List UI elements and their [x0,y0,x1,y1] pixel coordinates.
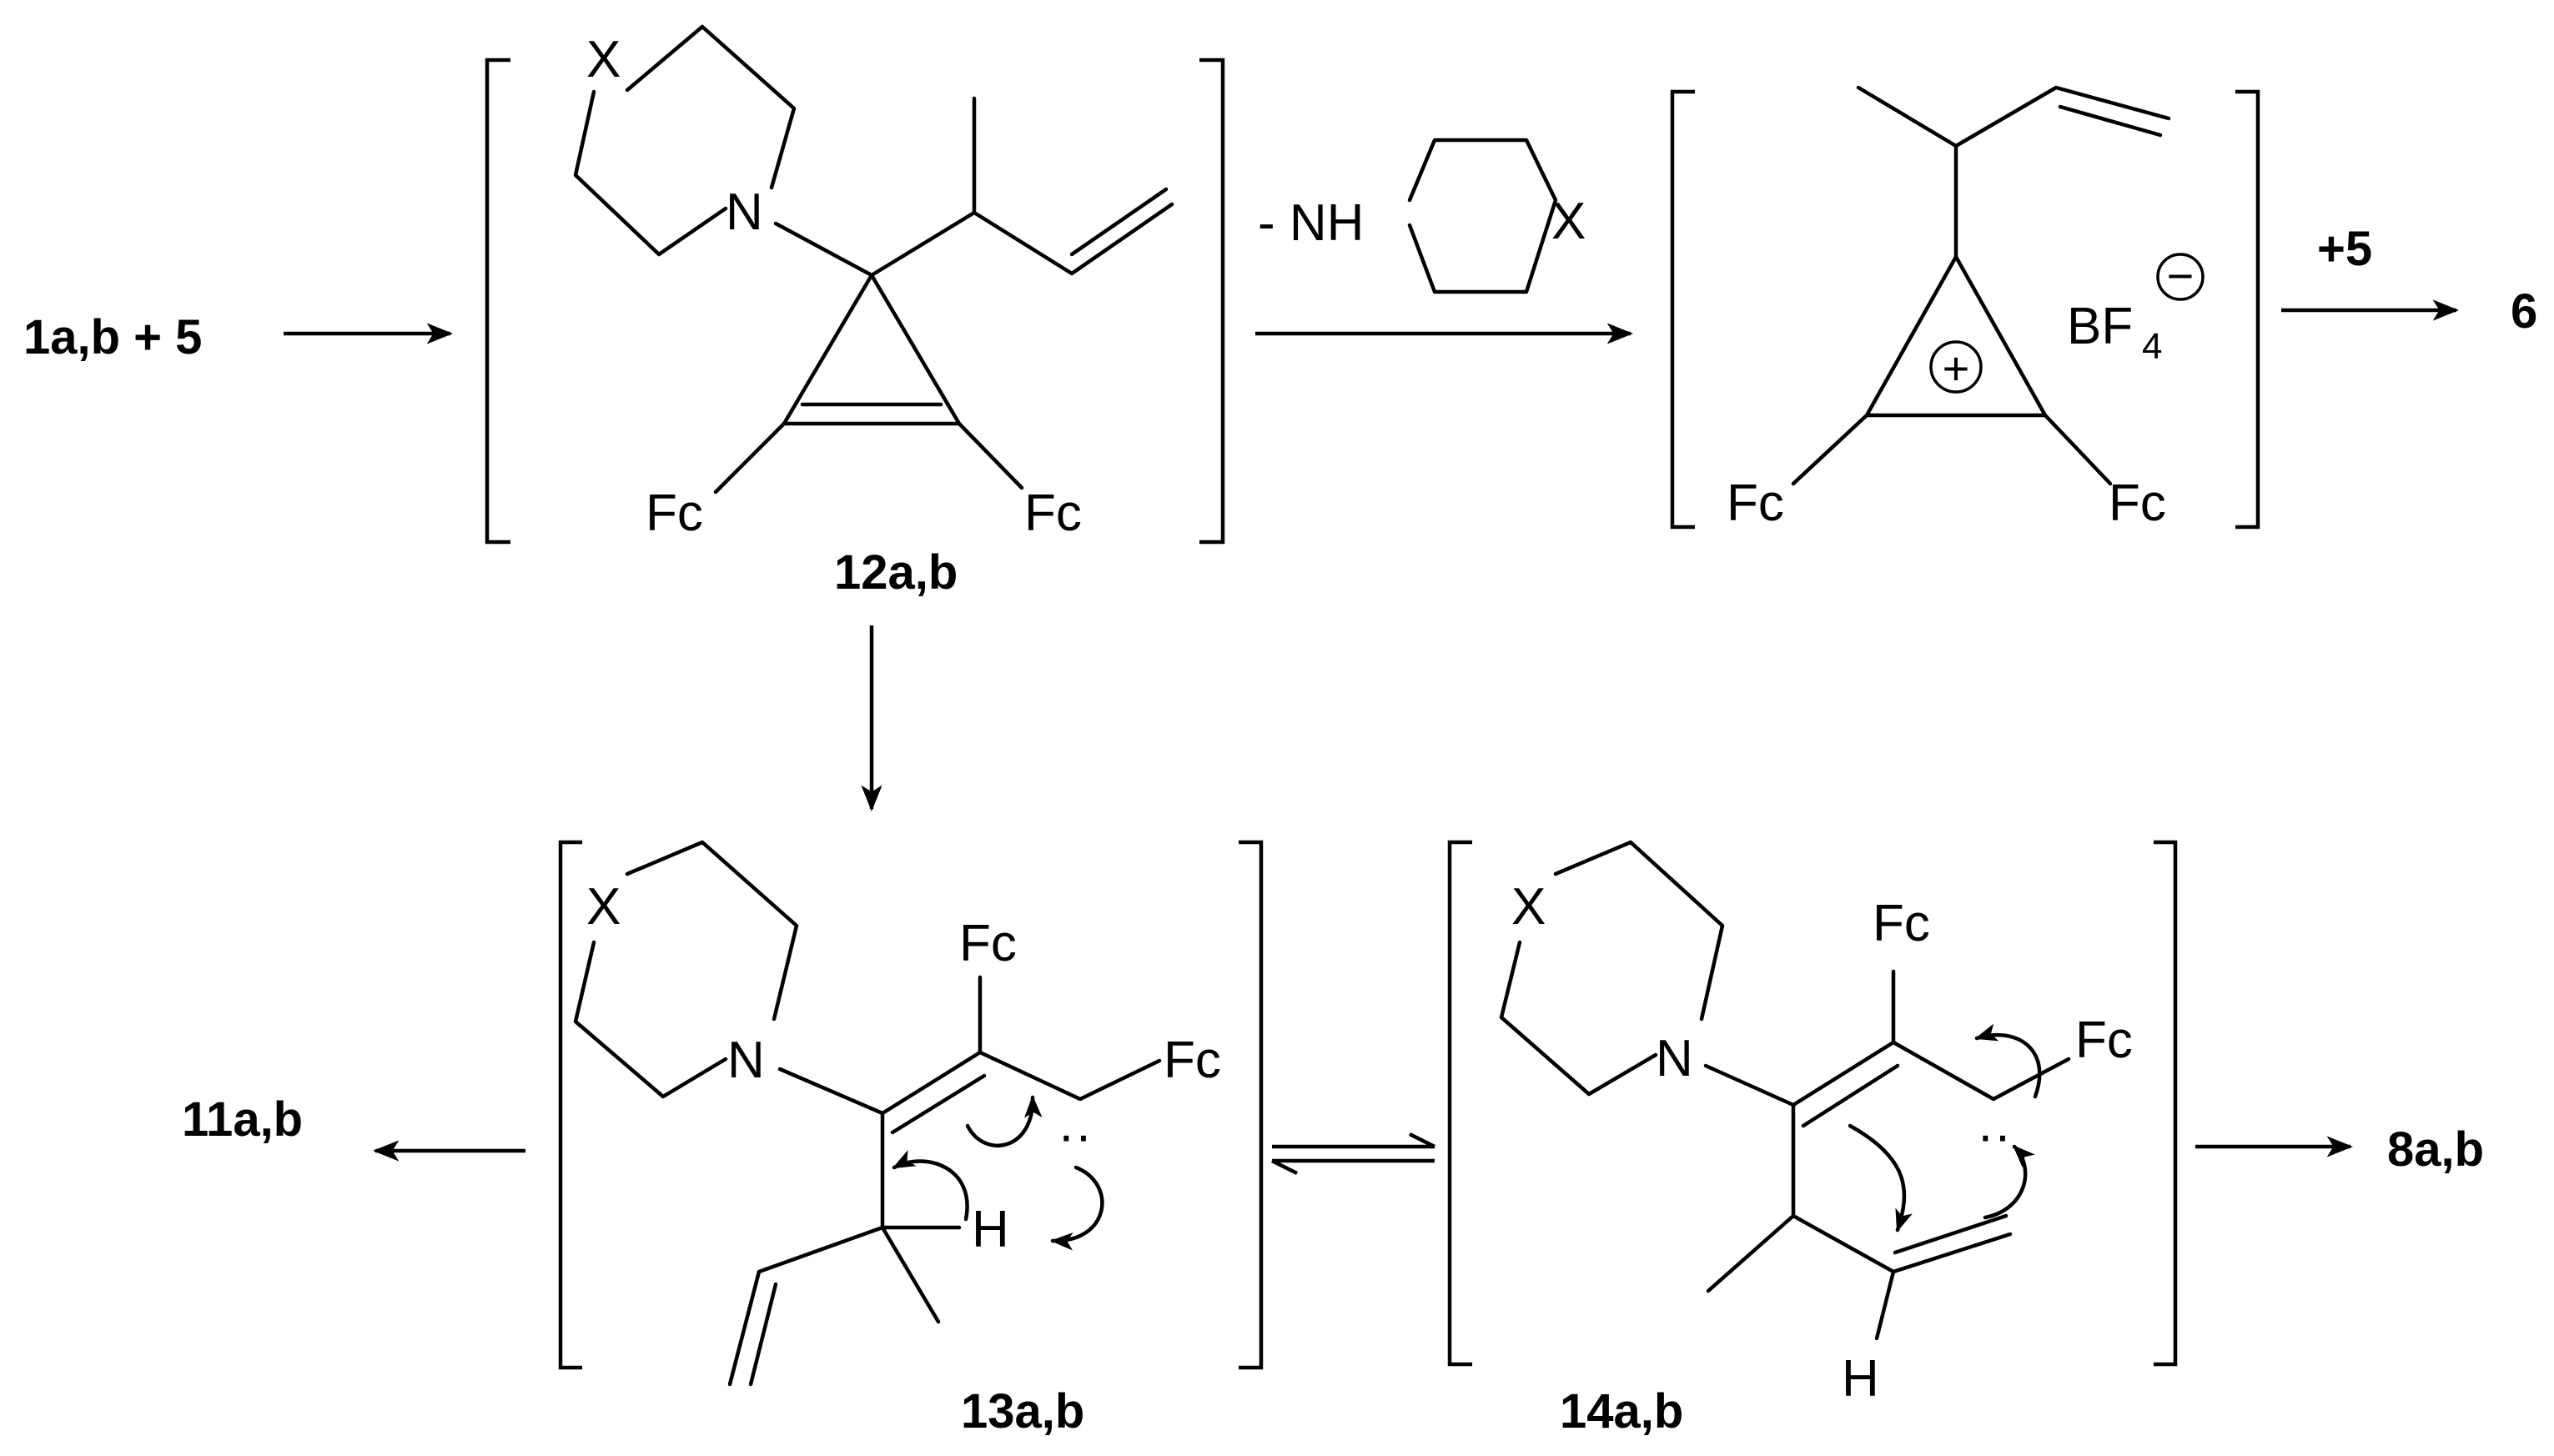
curly-arrow-14c [1983,1144,2035,1220]
bracket-left-13 [558,840,582,1370]
bracket-left-12 [485,58,510,545]
fc-left-cation: Fc [1727,474,1784,532]
vinyl-double-cation [2058,104,2163,138]
counterion-bf: BF [2067,298,2133,355]
bracket-right-14 [2154,840,2178,1367]
curly-arrow-13c [1050,1165,1104,1251]
side-chain-13 [727,1111,962,1387]
fc-right-13: Fc [1164,1032,1221,1089]
intermediate-12: X N Fc Fc 12a,b [485,24,1225,600]
fc-right-14: Fc [2075,1012,2133,1069]
ring-x-14: X [1511,878,1546,936]
h-atom-13: H [972,1201,1009,1258]
butenyl-chain-12 [869,96,1174,278]
bond-fc-right-12 [957,421,1024,490]
anion-charge: − [2167,249,2195,302]
curly-arrow-13a [892,1150,969,1222]
bond-fc-left-cation [1791,413,1869,486]
bond-fc-right-cation [2043,413,2113,486]
bracket-left-14 [1447,840,1472,1367]
vinyl-double-14 [1893,1213,2009,1255]
fc-left-12: Fc [646,484,703,542]
bracket-right-13 [1239,840,1264,1370]
curly-arrow-14b [1974,1023,2042,1099]
fc-top-14: Fc [1873,895,1930,952]
equilibrium-reverse [1270,1158,1435,1176]
reagent-label: - NH [1258,194,1364,252]
label-13: 13a,b [961,1384,1084,1438]
ring-bonds-14 [1499,840,1725,1097]
intermediate-14: X N Fc Fc ·· H 14a,b [1447,840,2178,1438]
cation-circle [1929,340,1983,394]
lone-pair-14: ·· [1977,1107,2011,1164]
fc-right-12: Fc [1024,484,1082,542]
ring-n-13: N [727,1032,765,1089]
ring-bonds-12 [573,24,797,257]
label-14: 14a,b [1560,1384,1683,1438]
plus-5-label: +5 [2317,222,2372,276]
butenyl-chain-cation [1856,85,2171,259]
reactants-label: 1a,b + 5 [23,310,202,364]
lone-pair-13: ·· [1058,1107,1092,1164]
reagent-ring [1407,138,1558,294]
curly-arrow-13b [965,1095,1043,1147]
bond-n-c-12 [773,221,874,278]
side-chain-14 [1706,1102,2013,1341]
fc-top-13: Fc [959,915,1017,972]
enamine-double-13 [890,1073,987,1135]
enamine-double-14 [1801,1063,1900,1128]
fc-right-cation: Fc [2109,474,2166,532]
product-6-label: 6 [2511,284,2537,339]
equilibrium-arrows [1270,1132,1436,1176]
counterion-subscript: 4 [2142,326,2162,367]
bond-fc-left-12 [713,421,787,495]
reagent-ring-x: X [1551,193,1586,250]
ring-x-13: X [586,878,621,936]
bracket-right-cation [2235,89,2260,530]
ring-n-12: N [726,183,763,241]
ring-x-12: X [586,31,621,88]
label-12: 12a,b [834,545,958,600]
bracket-right-12 [1199,58,1225,545]
cyclopropenium-salt: + Fc Fc BF 4 − [1670,85,2260,532]
ring-bonds-13 [573,840,799,1099]
ring-n-14: N [1656,1030,1693,1087]
h-atom-14: H [1842,1350,1879,1408]
amine-loss: - NH X [1255,138,1634,344]
intermediate-13: X N Fc Fc ·· H 13a,b [558,840,1264,1438]
product-8-label: 8a,b [2387,1122,2484,1177]
cyclopropenium-ring [1864,254,2048,418]
anion-circle [2156,253,2205,301]
equilibrium-forward [1272,1132,1436,1149]
cyclopropene-12 [782,273,962,426]
bracket-left-cation [1670,89,1695,530]
cation-charge: + [1943,342,1970,394]
product-11-label: 11a,b [182,1092,303,1147]
vinyl-double-13 [748,1282,778,1387]
vinyl-double-12 [1069,187,1169,257]
curly-arrow-14a [1848,1123,1913,1233]
